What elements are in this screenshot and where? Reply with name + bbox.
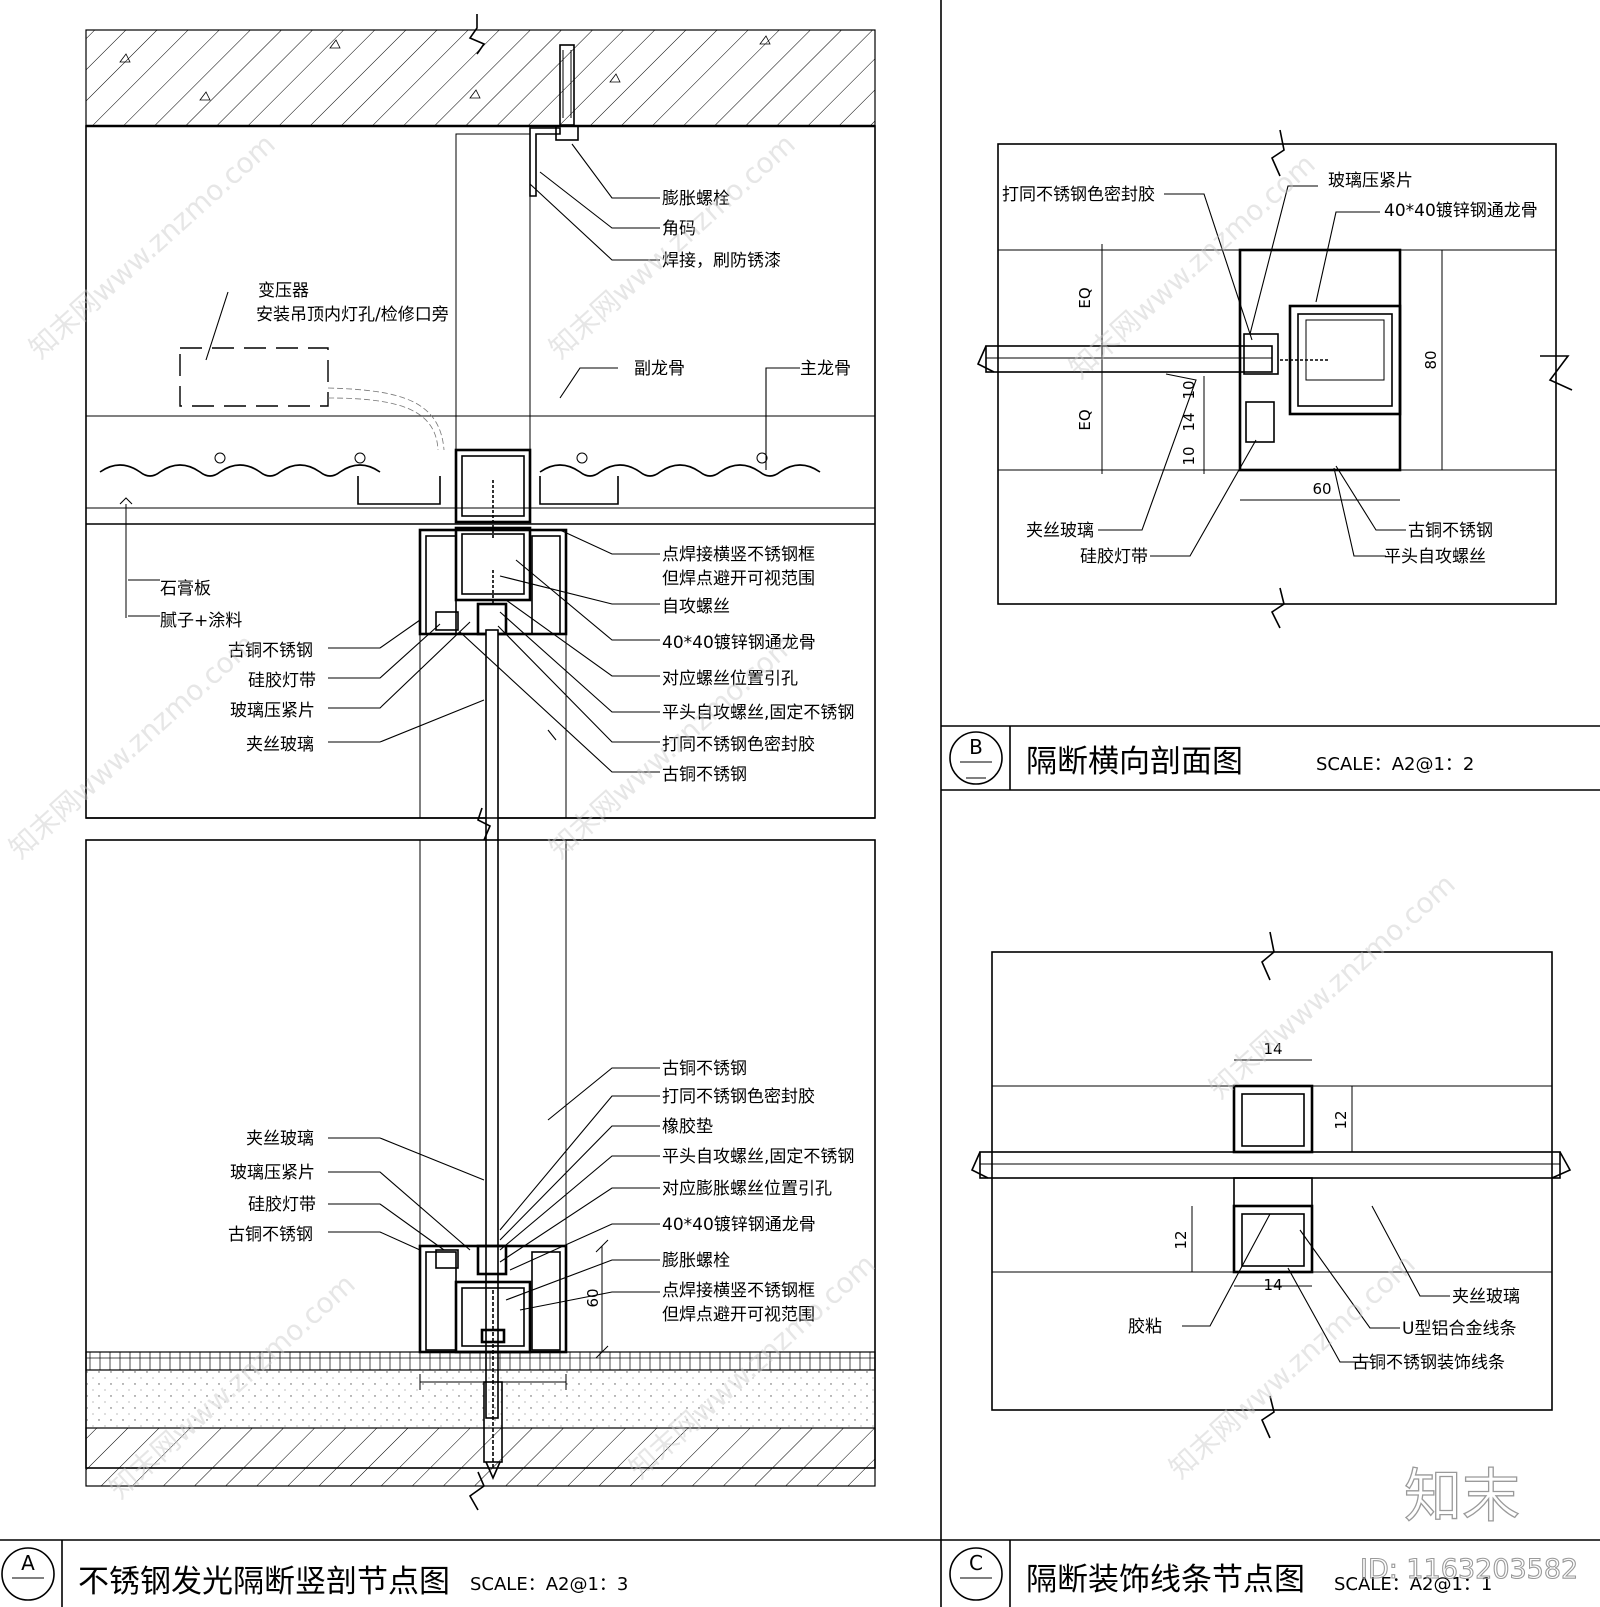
label-spot-weld-note-r: 但焊点避开可视范围 [662,1305,815,1325]
label-flat-screw: 平头自攻螺丝,固定不锈钢 [662,703,854,723]
svg-text:知末网www.znzmo.com: 知末网www.znzmo.com [1063,147,1322,385]
dim-c-14-bottom: 14 [1263,1276,1282,1294]
label-bronze-steel-2: 古铜不锈钢 [662,765,747,785]
label-b-glass-clip: 玻璃压紧片 [1328,171,1413,191]
panel-c: 14 12 12 14 夹丝玻璃 U型铝合金线条 古铜不锈钢装饰线条 胶粘 C … [949,931,1572,1607]
label-c-glue: 胶粘 [1128,1317,1162,1337]
badge-a [1,1547,55,1601]
label-spot-weld-r: 点焊接横竖不锈钢框 [662,1281,815,1301]
title-c: 隔断装饰线条节点图 [1026,1562,1305,1598]
dim-eq-1: EQ [1076,287,1094,308]
panel-b: EQ EQ 10 14 10 80 60 打同不锈钢色密封胶 玻璃压紧片 40*… [941,129,1600,790]
dim-14: 14 [1180,412,1198,431]
label-angle-code: 角码 [662,219,696,239]
label-wired-glass: 夹丝玻璃 [246,735,314,755]
label-c-wired-glass: 夹丝玻璃 [1452,1287,1520,1307]
label-wired-glass-b: 夹丝玻璃 [246,1129,314,1149]
label-gypsum: 石膏板 [160,578,211,599]
label-b-silicone: 硅胶灯带 [1080,547,1148,567]
svg-text:B: B [969,735,983,759]
wired-glass-a [485,629,499,1419]
label-expansion-bolt-r: 膨胀螺栓 [662,1251,730,1271]
dim-c-14-top: 14 [1263,1040,1282,1058]
label-spot-weld-note: 但焊点避开可视范围 [662,569,815,589]
badge-b [949,731,1003,785]
label-b-sealant: 打同不锈钢色密封胶 [1002,185,1155,205]
label-silicone-led: 硅胶灯带 [248,671,316,691]
scale-b: SCALE：A2@1：2 [1316,754,1474,775]
label-b-keel: 40*40镀锌钢通龙骨 [1384,201,1538,221]
label-expansion-bolt: 膨胀螺栓 [662,189,730,209]
label-self-tapping: 自攻螺丝 [662,597,730,617]
label-bronze-steel: 古铜不锈钢 [228,641,313,661]
label-bronze-steel-b: 古铜不锈钢 [228,1225,313,1245]
svg-text:C: C [969,1551,983,1575]
svg-text:知末网www.znzmo.com: 知末网www.znzmo.com [3,627,262,865]
dim-10-a: 10 [1180,380,1198,399]
label-putty: 腻子+涂料 [160,611,242,631]
dim-eq-2: EQ [1076,409,1094,430]
title-a: 不锈钢发光隔断竖剖节点图 [78,1564,450,1600]
dim-c-12-left: 12 [1172,1230,1190,1249]
badge-c [949,1547,1003,1601]
label-glass-clip: 玻璃压紧片 [230,701,315,721]
svg-text:知末网www.znzmo.com: 知末网www.znzmo.com [543,127,802,365]
label-glass-clip-b: 玻璃压紧片 [230,1163,315,1183]
label-bronze-steel-r1: 古铜不锈钢 [662,1059,747,1079]
panel-a: 60 [85,14,876,1511]
label-sealant-r: 打同不锈钢色密封胶 [662,1087,815,1107]
svg-text:知末网www.znzmo.com: 知末网www.znzmo.com [23,127,282,365]
transformer-box [179,347,329,407]
leaders-a-top [128,143,800,773]
label-b-wired-glass: 夹丝玻璃 [1026,521,1094,541]
dim-60: 60 [1312,480,1331,498]
scale-c: SCALE：A2@1：1 [1334,1574,1492,1595]
title-b: 隔断横向剖面图 [1026,744,1243,780]
svg-text:知末网www.znzmo.com: 知末网www.znzmo.com [1203,867,1462,1105]
label-rubber-pad: 橡胶垫 [662,1117,713,1137]
scale-a: SCALE：A2@1：3 [470,1574,628,1595]
id-watermark: ID: 1163203582 [1360,1554,1578,1585]
title-block-a: A 不锈钢发光隔断竖剖节点图 SCALE：A2@1：3 [1,1540,628,1607]
dim-c-12-right: 12 [1332,1110,1350,1129]
label-spot-weld: 点焊接横竖不锈钢框 [662,545,815,565]
brand-watermark: 知末 [1404,1462,1520,1530]
dim-60-a: 60 [584,1288,602,1307]
label-c-bronze-trim: 古铜不锈钢装饰线条 [1352,1353,1505,1373]
label-c-u-profile: U型铝合金线条 [1402,1319,1516,1339]
label-flat-screw-r: 平头自攻螺丝,固定不锈钢 [662,1147,854,1167]
label-pilot-hole-r: 对应膨胀螺丝位置引孔 [662,1179,832,1199]
label-sealant: 打同不锈钢色密封胶 [662,735,815,755]
label-main-keel: 主龙骨 [800,359,851,379]
svg-text:A: A [21,1551,35,1575]
label-b-bronze: 古铜不锈钢 [1408,521,1493,541]
label-b-screw: 平头自攻螺丝 [1384,547,1486,567]
label-transformer-note: 安装吊顶内灯孔/检修口旁 [256,305,449,325]
label-sub-keel: 副龙骨 [634,359,685,379]
label-pilot-hole: 对应螺丝位置引孔 [662,669,798,689]
dim-80: 80 [1422,350,1440,369]
ceiling-slab [85,29,876,127]
label-keel-40-r: 40*40镀锌钢通龙骨 [662,1215,816,1235]
label-welding: 焊接，刷防锈漆 [662,251,781,271]
label-silicone-led-b: 硅胶灯带 [248,1195,316,1215]
label-keel-40: 40*40镀锌钢通龙骨 [662,633,816,653]
leaders-a-bottom [328,729,660,1311]
dim-10-b: 10 [1180,446,1198,465]
label-transformer: 变压器 [258,281,309,301]
